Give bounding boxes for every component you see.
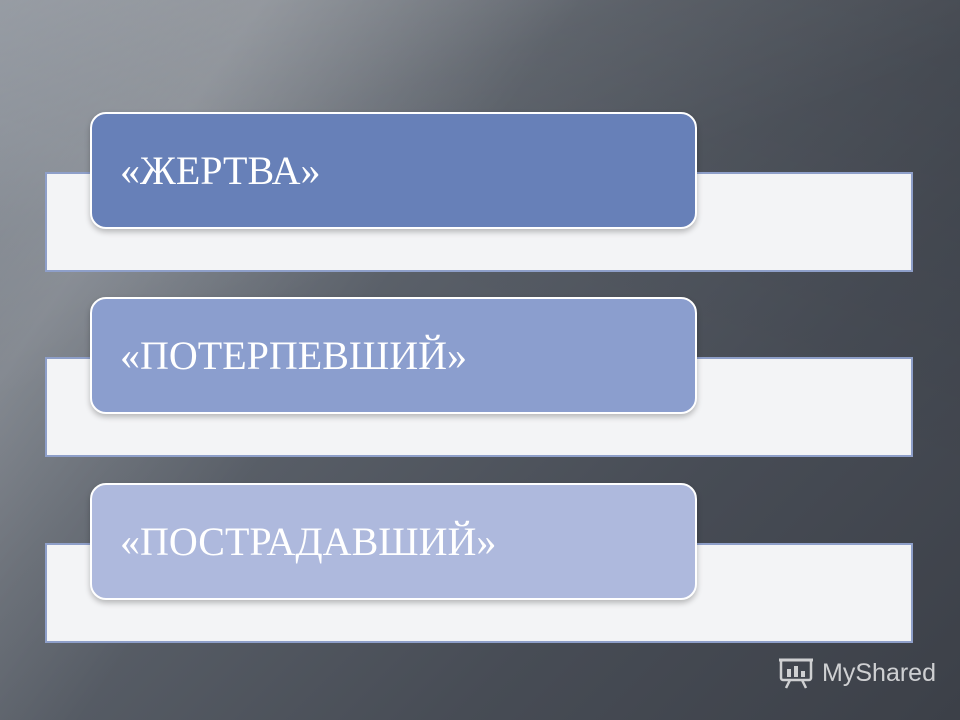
list-item-3: «ПОСТРАДАВШИЙ» [90,483,697,600]
presentation-board-icon [779,658,814,689]
list-item-label-2: «ПОТЕРПЕВШИЙ» [120,333,468,378]
list-item-2: «ПОТЕРПЕВШИЙ» [90,297,697,414]
list-item-1: «ЖЕРТВА» [90,112,697,229]
list-item-label-3: «ПОСТРАДАВШИЙ» [120,519,497,564]
watermark: MyShared [778,656,936,690]
watermark-text: MyShared [822,658,936,687]
list-item-label-1: «ЖЕРТВА» [120,148,321,193]
